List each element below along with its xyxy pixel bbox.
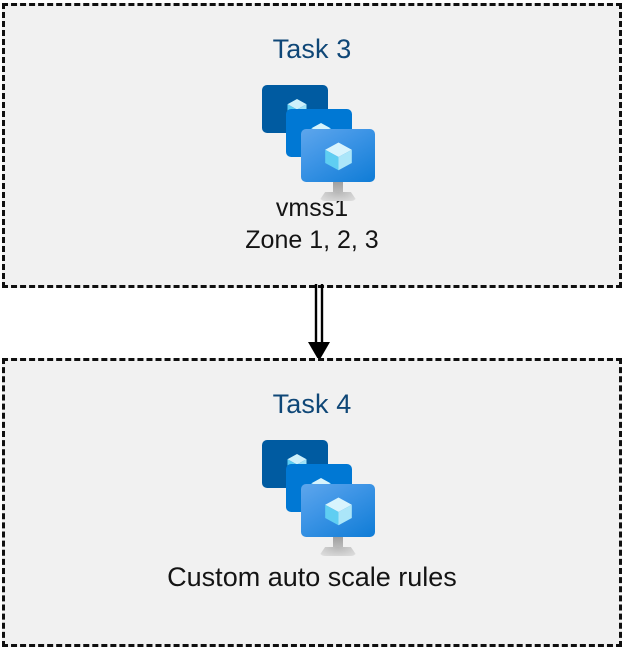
cube-icon-front	[325, 497, 352, 526]
task-box-task-4[interactable]: Task 4 Custom auto scal	[2, 358, 622, 647]
task-title-task-3: Task 3	[272, 34, 352, 64]
node-label-zones: Zone 1, 2, 3	[245, 226, 379, 254]
arrowhead-icon	[308, 342, 330, 361]
vm-scale-set-icon	[253, 436, 375, 556]
cube-icon-front	[325, 142, 352, 171]
monitor-stand-neck	[333, 181, 343, 195]
node-label-auto-scale-rules: Custom auto scale rules	[167, 562, 457, 592]
monitor-stand-base	[319, 192, 357, 201]
monitor-stand-base	[319, 547, 357, 556]
monitor-stand-neck	[333, 536, 343, 550]
task-title-task-4: Task 4	[272, 389, 352, 419]
connector-arrow-task3-to-task4	[308, 284, 330, 361]
vm-scale-set-icon	[253, 81, 375, 201]
task-box-task-3[interactable]: Task 3 vmss1 Zone	[2, 3, 622, 288]
